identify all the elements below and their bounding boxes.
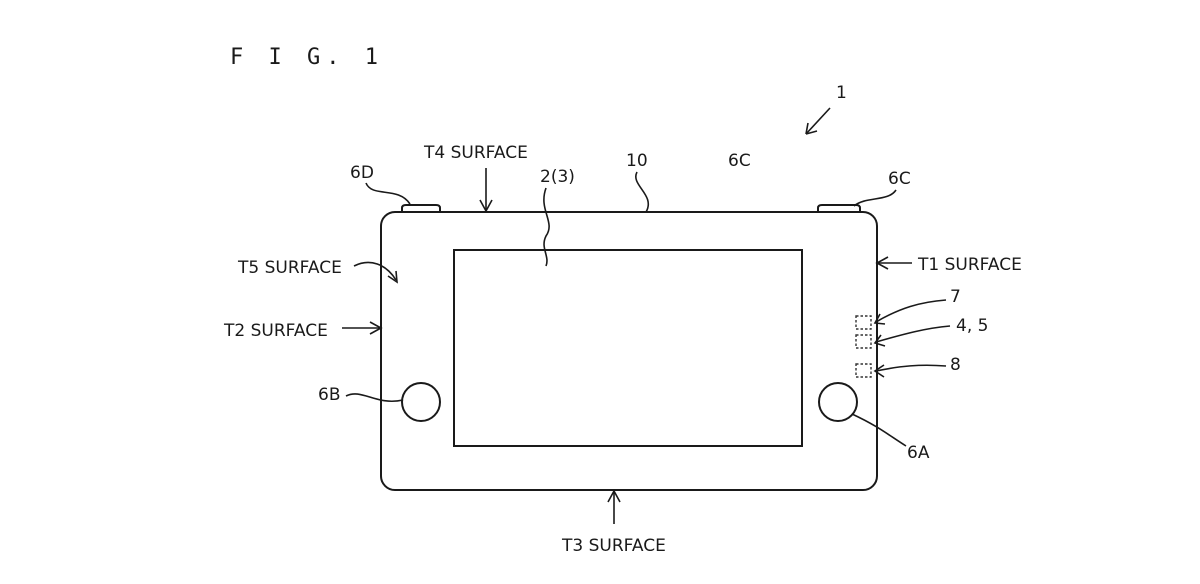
leader-6c-right (853, 189, 897, 207)
label-ref-10: 10 (626, 151, 648, 171)
leader-6b (345, 393, 404, 402)
label-ref-6a: 6A (907, 443, 930, 463)
label-ref-7: 7 (950, 287, 961, 307)
leader-6a (851, 413, 907, 447)
t2-arrow (342, 321, 383, 335)
label-t5-surface: T5 SURFACE (237, 258, 342, 278)
label-t3-surface: T3 SURFACE (561, 536, 666, 556)
leader-8 (873, 364, 947, 378)
label-ref-4-5: 4, 5 (956, 316, 988, 336)
component-4-5 (855, 334, 872, 349)
label-device-ref: 1 (836, 83, 847, 103)
device-body (380, 211, 878, 491)
label-ref-6c-right: 6C (888, 169, 911, 189)
button-6d (401, 204, 441, 212)
label-ref-6b: 6B (318, 385, 340, 405)
label-t1-surface: T1 SURFACE (917, 255, 1022, 275)
leader-4-5 (873, 325, 951, 347)
figure-title: F I G. 1 (230, 45, 384, 70)
device-ref-arrow (805, 107, 831, 135)
leader-7 (873, 299, 947, 325)
label-ref-6d: 6D (350, 163, 374, 183)
stick-6a (818, 382, 858, 422)
label-ref-6c-top: 6C (728, 151, 751, 171)
t1-arrow (875, 256, 912, 270)
stick-6b (401, 382, 441, 422)
label-t4-surface: T4 SURFACE (423, 143, 528, 163)
display-screen (453, 249, 803, 447)
t3-arrow (607, 489, 621, 524)
label-t2-surface: T2 SURFACE (223, 321, 328, 341)
label-ref-2-3: 2(3) (540, 167, 575, 187)
t4-arrow (479, 168, 493, 213)
button-6c (817, 204, 861, 212)
leader-2-3 (543, 187, 550, 267)
component-7 (855, 315, 872, 330)
label-ref-8: 8 (950, 355, 961, 375)
leader-10 (635, 171, 649, 213)
leader-6d (365, 182, 411, 205)
t5-arrow (353, 261, 398, 284)
component-8 (855, 363, 872, 378)
